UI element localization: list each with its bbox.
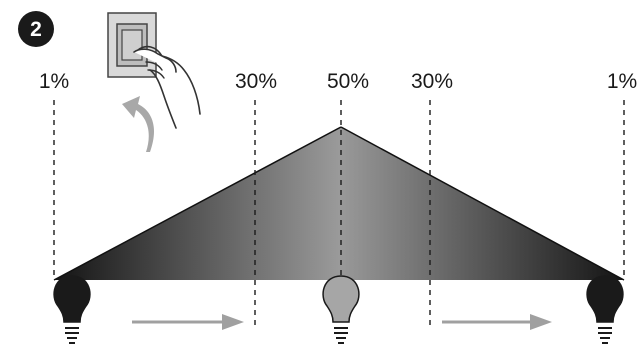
level-label-5: 1% (607, 70, 637, 93)
level-label-1: 1% (39, 70, 69, 93)
level-label-4: 30% (411, 70, 453, 93)
level-label-3: 50% (327, 70, 369, 93)
level-label-2: 30% (235, 70, 277, 93)
pressing-hand-icon (133, 45, 201, 129)
brightness-ramp (54, 127, 624, 280)
light-bulb-dark-icon (586, 275, 624, 344)
step-number: 2 (30, 18, 42, 41)
light-bulb-dark-icon (53, 275, 91, 344)
wall-dimmer-switch-icon (107, 12, 157, 78)
step-badge-circle (18, 11, 54, 47)
light-bulb-dimmed-icon (322, 275, 360, 344)
ramp-edge-left (53, 126, 342, 281)
ramp-edge-right (340, 126, 625, 281)
arrow-right-icon (132, 314, 244, 330)
curved-arrow-icon (122, 96, 154, 152)
arrow-right-icon (442, 314, 552, 330)
step-badge: 2 (18, 11, 54, 47)
